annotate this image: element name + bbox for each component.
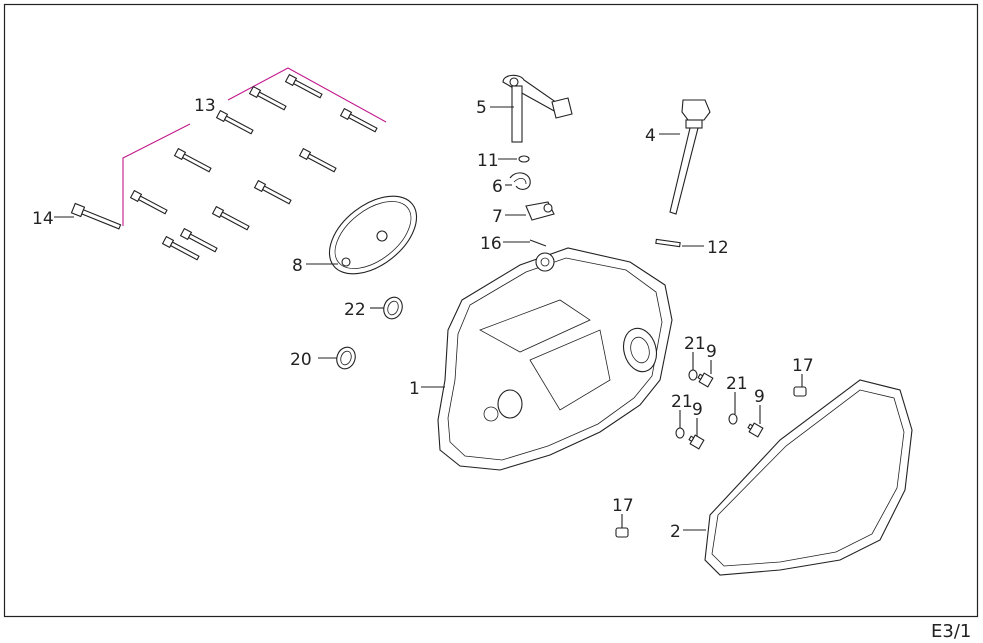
callout-20: 20 — [290, 350, 312, 370]
callout-labels: 14 13 8 22 20 1 5 11 6 7 16 4 12 21 9 21… — [32, 96, 814, 542]
washer-21c — [728, 413, 738, 425]
callout-4: 4 — [645, 126, 656, 146]
leader-lines — [54, 106, 803, 531]
oil-seal-20 — [336, 346, 356, 370]
callout-11: 11 — [477, 151, 499, 171]
o-ring-11 — [518, 155, 530, 163]
dowel-17b — [615, 527, 629, 538]
callout-12: 12 — [707, 238, 729, 258]
bolt-9a — [697, 372, 714, 388]
callout-2: 2 — [670, 522, 681, 542]
bolt-13-set — [129, 73, 378, 261]
clutch-lever-5 — [502, 74, 573, 143]
bolt-9c — [747, 422, 764, 438]
pin-12 — [655, 238, 681, 248]
cover-ring-8 — [328, 195, 418, 275]
gasket-2 — [704, 379, 913, 576]
callout-21a: 21 — [684, 334, 706, 354]
callout-7: 7 — [492, 207, 503, 227]
callout-16: 16 — [480, 234, 502, 254]
washer-21a — [688, 369, 698, 381]
cam-7 — [525, 201, 555, 221]
callout-5: 5 — [476, 98, 487, 118]
sheet-code: E3/1 — [931, 621, 971, 642]
callout-13: 13 — [194, 96, 216, 116]
callout-1: 1 — [409, 379, 420, 399]
callout-17b: 17 — [612, 496, 634, 516]
spring-6 — [509, 172, 531, 190]
callout-8: 8 — [292, 256, 303, 276]
bolt-9b — [688, 434, 705, 450]
dowel-17a — [793, 386, 807, 397]
washer-21b — [675, 427, 685, 439]
pin-16 — [529, 239, 547, 247]
callout-17a: 17 — [792, 356, 814, 376]
callout-6: 6 — [492, 177, 503, 197]
bolt-group-bracket — [122, 67, 387, 226]
drawing-frame — [3, 3, 979, 618]
oil-seal-22 — [383, 296, 403, 320]
callout-21b: 21 — [671, 392, 693, 412]
callout-9b: 9 — [692, 400, 703, 420]
callout-21c: 21 — [726, 374, 748, 394]
callout-9c: 9 — [754, 387, 765, 407]
callout-9a: 9 — [706, 342, 717, 362]
crankcase-cover-1 — [437, 247, 673, 471]
callout-22: 22 — [344, 300, 366, 320]
callout-14: 14 — [32, 209, 54, 229]
bolt-14 — [70, 202, 122, 230]
dipstick-4 — [669, 99, 711, 215]
